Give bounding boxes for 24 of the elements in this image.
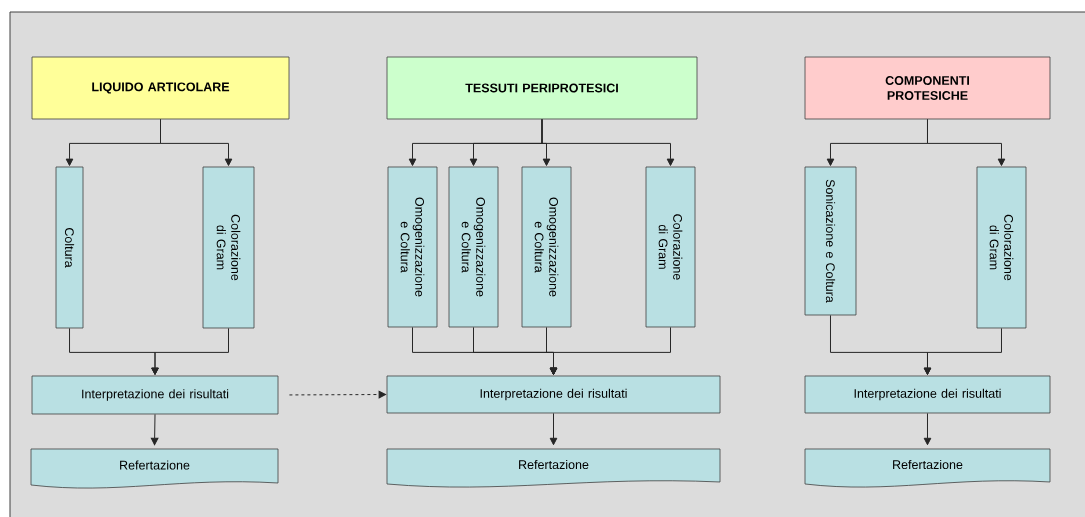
- arrow: [927, 118, 1006, 166]
- arrow: [923, 327, 1002, 375]
- process-box: Interpretazione dei risultati: [31, 375, 279, 415]
- process-box: Omogenizzazione e Coltura: [448, 166, 499, 328]
- arrow: [288, 390, 386, 399]
- process-box: Omogenizzazione e Coltura: [521, 166, 572, 328]
- arrow: [160, 118, 233, 166]
- process-box: Coltura: [55, 166, 84, 329]
- process-box: Interpretazione dei risultati: [804, 375, 1051, 414]
- arrow: [549, 326, 671, 375]
- process-box: Colorazione di Gram: [976, 166, 1027, 329]
- process-box: Sonicazione e Coltura: [804, 166, 857, 316]
- heading-box: LIQUIDO ARTICOLARE: [31, 56, 290, 120]
- process-box: Omogenizzazione e Coltura: [387, 166, 438, 328]
- arrow: [150, 413, 159, 446]
- arrow: [541, 118, 675, 166]
- arrow: [151, 327, 229, 375]
- process-box: Colorazione di Gram: [645, 166, 696, 328]
- arrow: [923, 412, 932, 446]
- heading-box: COMPONENTI PROTESICHE: [804, 56, 1051, 120]
- process-box: Interpretazione dei risultati: [386, 375, 721, 414]
- heading-box: TESSUTI PERIPROTESICI: [386, 56, 698, 120]
- arrow: [549, 412, 558, 446]
- process-box: Colorazione di Gram: [202, 166, 255, 329]
